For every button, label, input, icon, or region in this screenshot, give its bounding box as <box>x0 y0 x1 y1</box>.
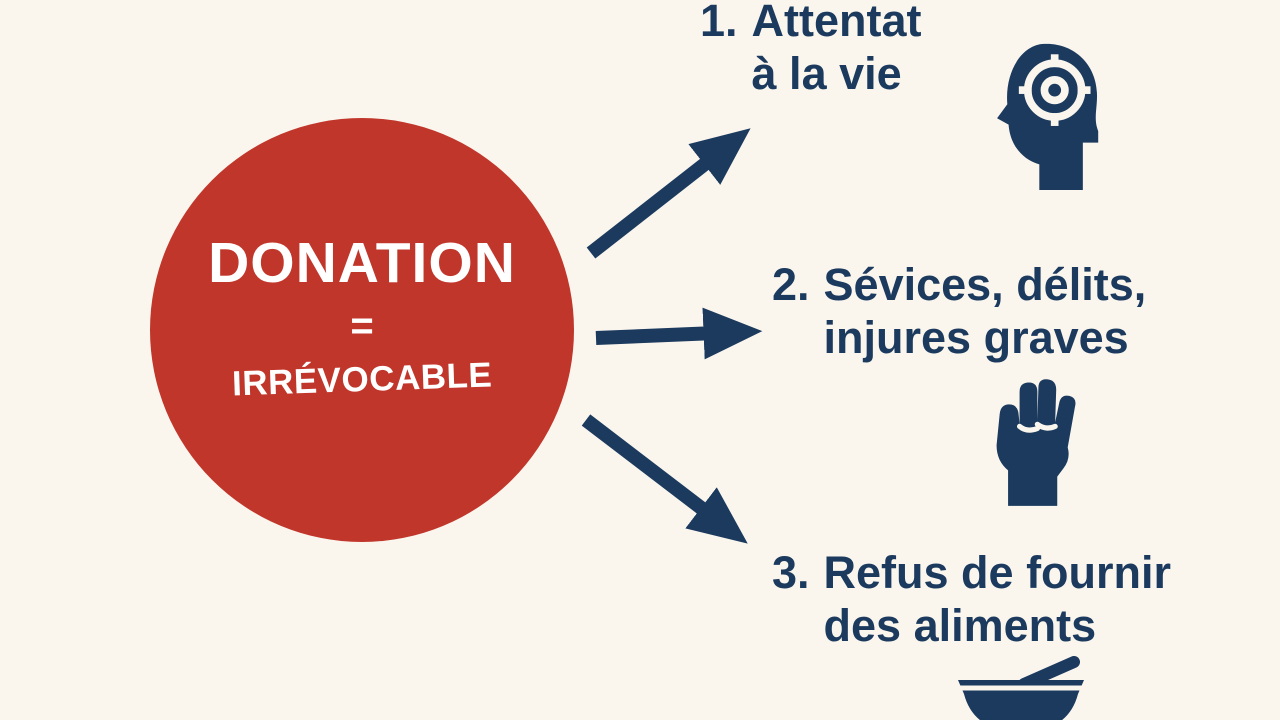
donation-circle: DONATION = IRRÉVOCABLE <box>150 118 574 542</box>
item-number: 3. <box>772 547 810 598</box>
item-line: Refus de fournir <box>823 547 1172 598</box>
equals-sign: = <box>350 304 374 348</box>
arrow-to-item-2 <box>595 307 763 360</box>
fist-icon <box>976 372 1082 508</box>
item-number: 1. <box>700 0 738 46</box>
item-line: Attentat <box>751 0 922 46</box>
item-number: 2. <box>772 259 810 310</box>
item-line: des aliments <box>823 600 1097 652</box>
arrow-to-item-1 <box>586 128 751 259</box>
bowl-icon <box>950 656 1092 720</box>
arrow-to-item-3 <box>581 414 748 544</box>
item-sevices-delits-injures: 2. Sévices, délits, injures graves <box>772 258 1146 364</box>
item-refus-aliments: 3. Refus de fournir des aliments <box>772 546 1171 652</box>
item-line: à la vie <box>751 48 902 100</box>
item-line: Sévices, délits, <box>823 259 1147 310</box>
circle-title: DONATION <box>208 231 516 295</box>
item-attentat-a-la-vie: 1. Attentat à la vie <box>700 0 922 100</box>
item-line: injures graves <box>823 312 1129 364</box>
head-target-icon <box>983 38 1111 196</box>
circle-subtitle: IRRÉVOCABLE <box>231 355 493 404</box>
